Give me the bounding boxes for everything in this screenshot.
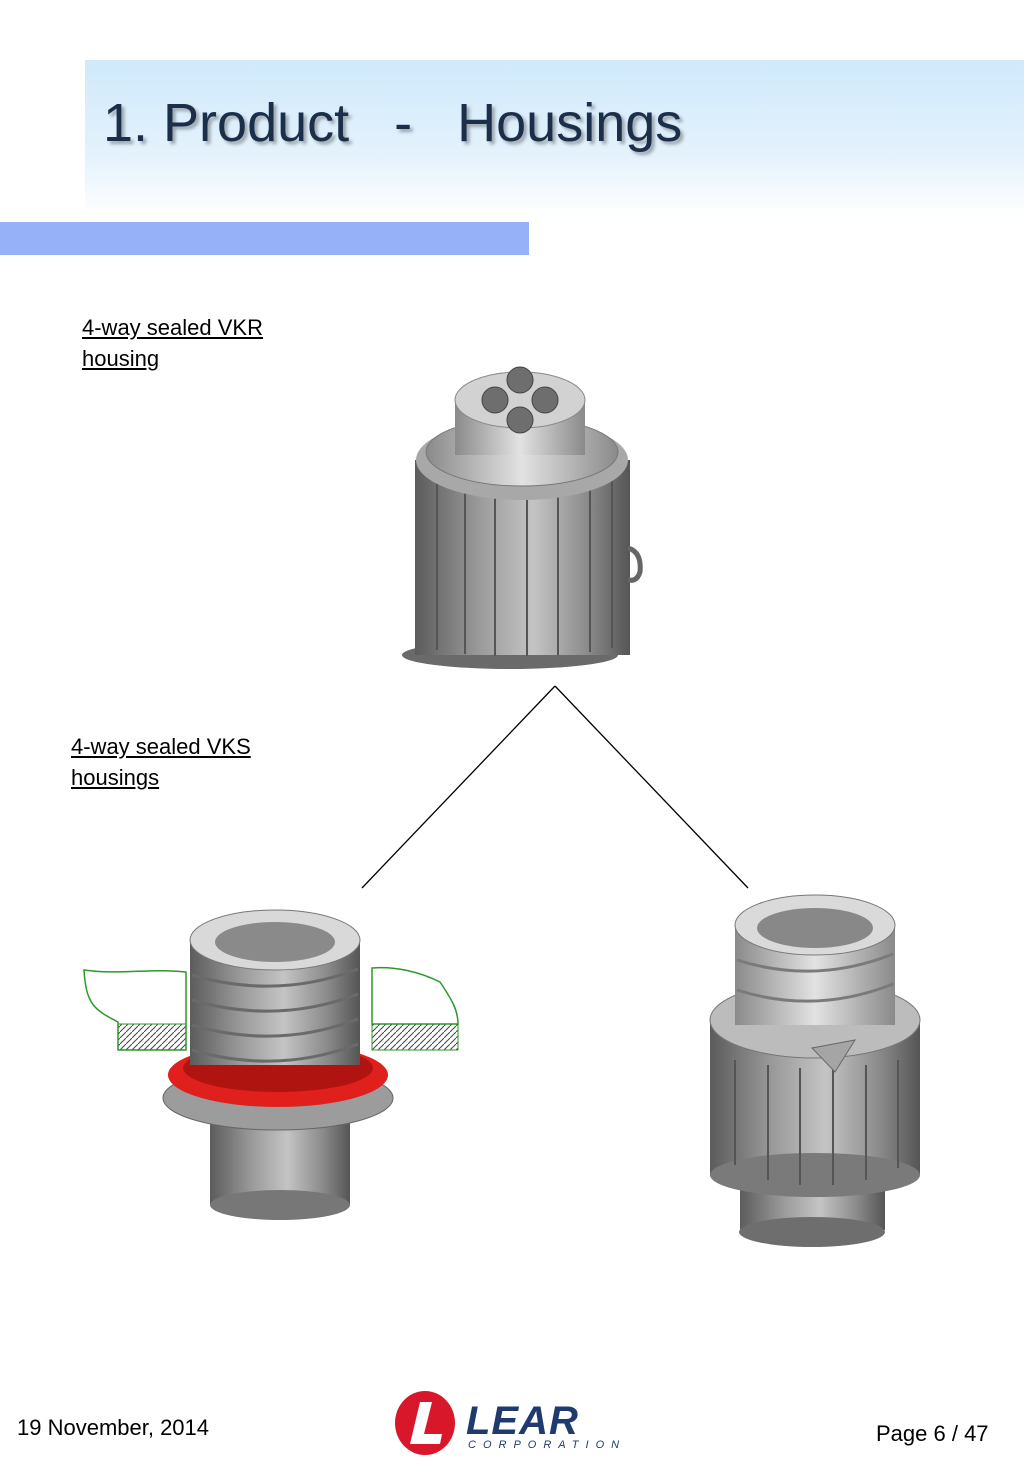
vkr-housing-image (402, 366, 643, 669)
lear-logo: LEAR CORPORATION (392, 1390, 632, 1460)
footer-date: 19 November, 2014 (17, 1415, 210, 1440)
title-band (85, 60, 1024, 218)
page-title: 1. Product - Housings (103, 93, 683, 153)
vks-housing-label: 4-way sealed VKS housings (71, 734, 251, 790)
page-number: Page 6 / 47 (876, 1421, 989, 1446)
accent-bar (0, 222, 529, 255)
vks-free-housing-image (709, 894, 921, 1247)
lear-logo-icon (395, 1391, 455, 1455)
vkr-housing-label: 4-way sealed VKR housing (82, 315, 263, 371)
logo-wordmark: LEAR (466, 1399, 579, 1443)
vks-panel-housing-image (83, 909, 459, 1220)
logo-subtitle: CORPORATION (468, 1439, 627, 1451)
relation-lines (361, 685, 749, 889)
